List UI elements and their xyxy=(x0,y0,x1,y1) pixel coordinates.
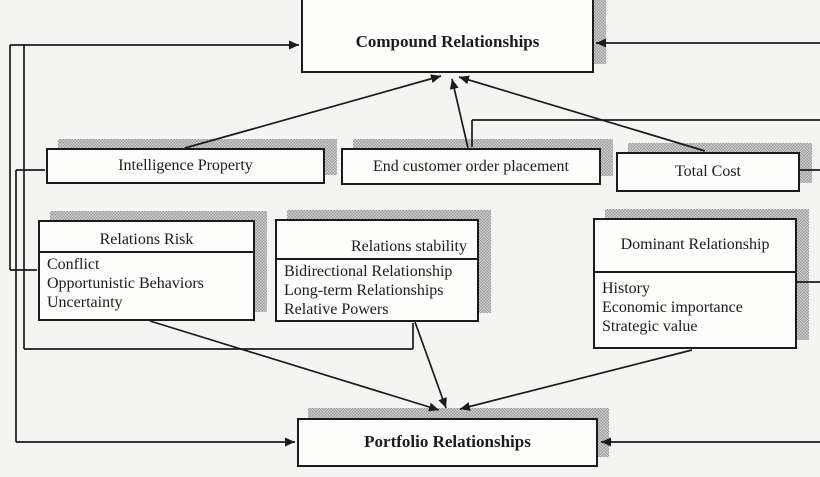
arrow-dominant-relationship-to-portfolio xyxy=(459,349,693,411)
arrow-relations-stability-to-portfolio xyxy=(414,321,447,409)
box-face: Relations Risk Conflict Opportunistic Be… xyxy=(38,220,255,321)
arrow-intelligence-property-to-compound xyxy=(184,74,442,149)
node-title: Portfolio Relationships xyxy=(364,432,531,452)
node-title: Compound Relationships xyxy=(355,32,540,52)
node-item: Bidirectional Relationship xyxy=(284,263,453,280)
node-intelligence-property: Intelligence Property xyxy=(46,139,337,184)
node-item-list: History Economic importance Strategic va… xyxy=(595,273,795,336)
node-item: Economic importance xyxy=(602,299,743,316)
node-title: End customer order placement xyxy=(373,157,569,175)
box-face: Intelligence Property xyxy=(46,148,325,184)
node-dominant-relationship: Dominant Relationship History Economic i… xyxy=(593,209,809,349)
box-face: Portfolio Relationships xyxy=(297,418,598,467)
node-compound-relationships: Compound Relationships xyxy=(301,0,606,73)
arrow-end-customer-to-compound xyxy=(449,78,469,149)
box-face: Dominant Relationship History Economic i… xyxy=(593,218,797,349)
node-relations-risk: Relations Risk Conflict Opportunistic Be… xyxy=(38,211,267,321)
node-item-list: Conflict Opportunistic Behaviors Uncerta… xyxy=(40,253,253,312)
node-total-cost: Total Cost xyxy=(616,143,812,192)
node-title: Dominant Relationship xyxy=(595,220,795,273)
box-face: Total Cost xyxy=(616,152,800,192)
box-face: End customer order placement xyxy=(341,148,601,185)
node-item: Strategic value xyxy=(602,318,698,335)
node-item: Relative Powers xyxy=(284,301,389,318)
node-item: Conflict xyxy=(47,256,100,273)
box-face: Compound Relationships xyxy=(301,0,594,73)
box-face: Relations stability Bidirectional Relati… xyxy=(275,219,479,322)
node-item: Long-term Relationships xyxy=(284,282,444,299)
node-title: Relations stability xyxy=(277,221,477,260)
node-portfolio-relationships: Portfolio Relationships xyxy=(297,408,609,467)
node-item-list: Bidirectional Relationship Long-term Rel… xyxy=(277,260,477,319)
node-item: Uncertainty xyxy=(47,294,123,311)
node-title: Relations Risk xyxy=(40,222,253,253)
node-item: Opportunistic Behaviors xyxy=(47,275,204,292)
node-item: History xyxy=(602,280,650,297)
node-title: Intelligence Property xyxy=(118,157,253,175)
arrow-relations-risk-to-portfolio xyxy=(149,320,440,412)
node-end-customer-order-placement: End customer order placement xyxy=(341,139,613,185)
node-title: Total Cost xyxy=(675,163,741,181)
node-relations-stability: Relations stability Bidirectional Relati… xyxy=(275,210,491,322)
